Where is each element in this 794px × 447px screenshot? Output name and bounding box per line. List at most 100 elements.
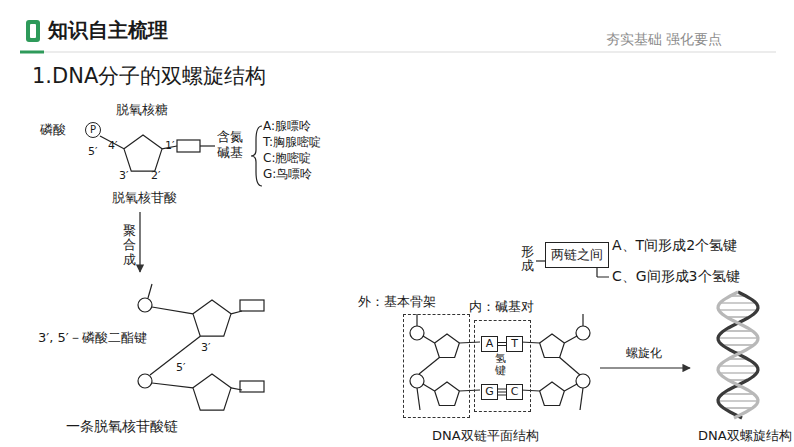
label: 氢键 xyxy=(495,353,506,377)
bond-line xyxy=(564,336,577,343)
bond-stroke xyxy=(498,392,506,393)
brace xyxy=(251,126,262,186)
bond-line xyxy=(152,383,193,388)
label: T:胸腺嘧啶 xyxy=(263,135,321,149)
helix-rung xyxy=(722,393,754,394)
bond-line xyxy=(419,358,439,374)
label: 夯实基础 强化要点 xyxy=(606,31,722,48)
deoxyribose-pentagon xyxy=(435,382,460,406)
helix-rung xyxy=(719,372,757,373)
label: 3′ xyxy=(201,341,211,354)
base-rect xyxy=(240,300,264,311)
bond-line xyxy=(416,314,417,326)
bond-stroke xyxy=(498,345,506,346)
label: 含氮碱基 xyxy=(217,129,245,160)
base-box: G xyxy=(481,384,498,400)
helix-rung xyxy=(724,330,753,331)
region-heading: 内：碱基对 xyxy=(469,299,534,315)
header-icon xyxy=(30,24,36,38)
label: 螺旋化 xyxy=(626,346,662,360)
label: 5′ xyxy=(88,145,98,158)
helix-rung xyxy=(718,400,758,401)
dashed-region: 内：碱基对ATGC xyxy=(474,320,531,412)
bond-line xyxy=(231,311,242,314)
node-text: 两链之间 xyxy=(551,247,603,263)
helix-rung xyxy=(719,365,757,366)
bond-line xyxy=(564,384,577,391)
hydrogen-bond xyxy=(498,389,506,395)
helix-rung xyxy=(720,302,756,303)
label: 3′, 5′－磷酸二酯键 xyxy=(38,330,147,346)
node-text: A xyxy=(482,337,497,350)
hydrogen-bond xyxy=(498,343,506,346)
deoxyribose-pentagon xyxy=(193,300,231,336)
header-rule xyxy=(20,52,776,53)
base-box: 两链之间 xyxy=(545,242,609,268)
base-box: T xyxy=(506,336,523,352)
base-box: C xyxy=(506,384,523,400)
base-rect xyxy=(177,140,200,152)
bond-line xyxy=(417,388,420,410)
helix-rung xyxy=(719,309,758,310)
label: 聚合成 xyxy=(123,224,136,267)
bond-line xyxy=(536,260,545,261)
node-text: P xyxy=(86,124,100,136)
phosphate-node: P xyxy=(85,122,101,138)
helix-strand xyxy=(718,292,758,418)
bond-stroke xyxy=(498,389,506,390)
bond-line xyxy=(423,384,435,391)
bond-line xyxy=(580,388,583,410)
deoxyribose-pentagon xyxy=(124,135,162,171)
bond-line xyxy=(231,388,242,390)
label: 4′ xyxy=(108,139,118,152)
node-text: C xyxy=(507,385,522,398)
label: DNA双螺旋结构 xyxy=(698,428,792,444)
phosphate-circle xyxy=(410,374,424,388)
bond-line xyxy=(152,307,193,314)
helix-rung xyxy=(718,337,758,338)
label: 1′ xyxy=(165,139,175,152)
bond-line xyxy=(150,336,200,375)
arrow xyxy=(600,367,690,368)
arrow xyxy=(139,212,140,272)
label: A:腺嘌呤 xyxy=(263,119,311,133)
bond-line xyxy=(560,358,580,375)
bond-line xyxy=(582,314,583,326)
deoxyribose-pentagon xyxy=(540,334,565,358)
label: C:胞嘧啶 xyxy=(263,151,311,165)
base-box: A xyxy=(481,336,498,352)
phosphate-circle xyxy=(576,374,590,388)
label: 磷酸 xyxy=(40,122,66,138)
node-text: G xyxy=(482,385,497,398)
label: 知识自主梳理 xyxy=(48,18,168,42)
label: DNA双链平面结构 xyxy=(432,428,539,444)
phosphate-circle xyxy=(576,326,590,340)
section-heading: 1.DNA分子的双螺旋结构 xyxy=(32,64,266,89)
phosphate-circle xyxy=(138,374,152,388)
bond-line xyxy=(148,284,152,298)
bond-line xyxy=(200,145,215,146)
deoxyribose-pentagon xyxy=(435,334,460,358)
label: C、G间形成3个氢键 xyxy=(612,268,740,285)
label: G:鸟嘌呤 xyxy=(263,167,312,181)
label: 一条脱氧核苷酸链 xyxy=(66,418,178,435)
bond-stroke xyxy=(498,342,506,343)
bond-stroke xyxy=(498,395,506,396)
label: 5′ xyxy=(176,361,186,374)
label: 脱氧核糖 xyxy=(116,102,168,118)
helix-strand xyxy=(718,292,758,418)
region-heading: 外：基本骨架 xyxy=(358,294,436,310)
phosphate-circle xyxy=(138,298,152,312)
header-accent xyxy=(20,51,44,54)
base-rect xyxy=(240,381,264,392)
deoxyribose-pentagon xyxy=(540,382,565,406)
header-icon xyxy=(26,20,40,42)
deoxyribose-pentagon xyxy=(193,374,231,410)
node-text: T xyxy=(507,337,522,350)
dashed-region: 外：基本骨架 xyxy=(403,314,470,418)
label: 脱氧核苷酸 xyxy=(112,190,177,206)
label: 2′ xyxy=(151,169,161,182)
phosphate-circle xyxy=(410,326,424,340)
label: 3′ xyxy=(119,169,129,182)
